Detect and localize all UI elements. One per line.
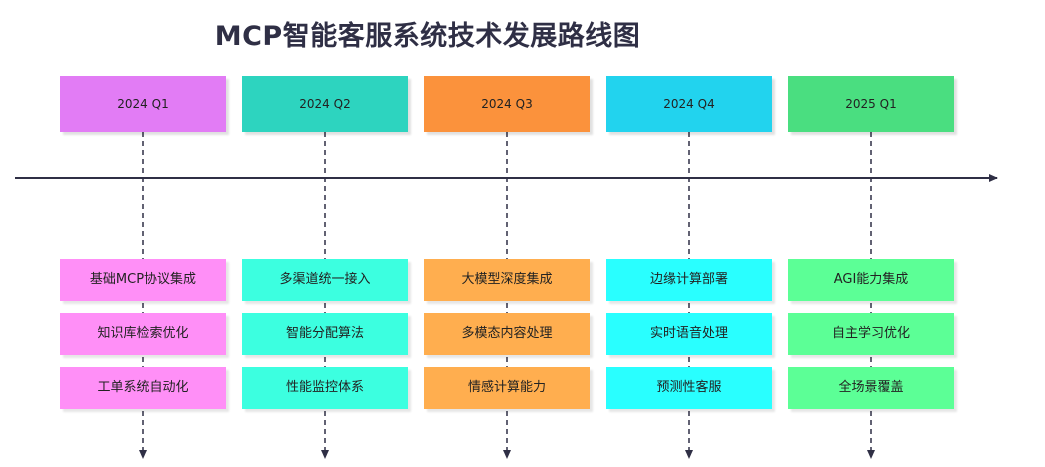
task-box: 知识库检索优化 <box>60 313 226 355</box>
connector-arrowhead <box>685 450 693 459</box>
phase-header: 2024 Q1 <box>60 76 226 132</box>
task-box: 基础MCP协议集成 <box>60 259 226 301</box>
connector-arrowhead <box>867 450 875 459</box>
task-box: 多渠道统一接入 <box>242 259 408 301</box>
page-title: MCP智能客服系统技术发展路线图 <box>214 21 641 52</box>
phase-header: 2025 Q1 <box>788 76 954 132</box>
task-box: 大模型深度集成 <box>424 259 590 301</box>
task-box: AGI能力集成 <box>788 259 954 301</box>
task-box: 工单系统自动化 <box>60 367 226 409</box>
task-box: 智能分配算法 <box>242 313 408 355</box>
task-box: 实时语音处理 <box>606 313 772 355</box>
task-box: 全场景覆盖 <box>788 367 954 409</box>
task-box: 预测性客服 <box>606 367 772 409</box>
connector-arrowhead <box>503 450 511 459</box>
connector-arrowhead <box>321 450 329 459</box>
column-connectors <box>139 132 875 459</box>
phase-header: 2024 Q4 <box>606 76 772 132</box>
phase-header: 2024 Q2 <box>242 76 408 132</box>
task-box: 多模态内容处理 <box>424 313 590 355</box>
connector-arrowhead <box>139 450 147 459</box>
phase-header: 2024 Q3 <box>424 76 590 132</box>
task-box: 性能监控体系 <box>242 367 408 409</box>
task-box: 自主学习优化 <box>788 313 954 355</box>
task-box: 情感计算能力 <box>424 367 590 409</box>
task-box: 边缘计算部署 <box>606 259 772 301</box>
